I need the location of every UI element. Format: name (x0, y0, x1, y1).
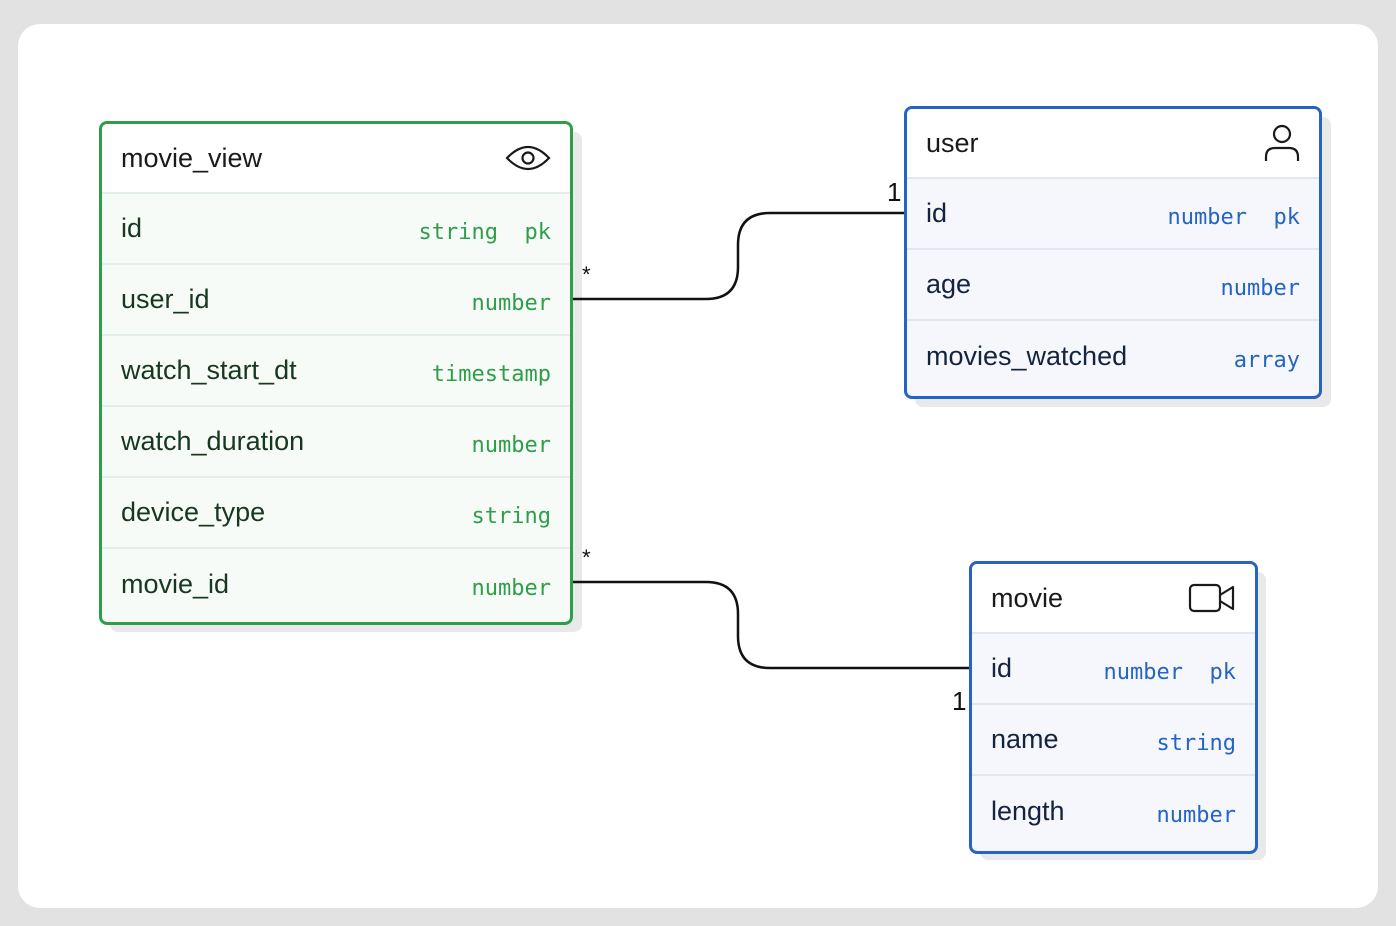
cardinality-one-label: 1 (952, 686, 967, 716)
field-type: string (471, 504, 551, 529)
table-movie_view[interactable]: movie_view id string pk user_id number w… (99, 121, 573, 625)
field-name: length (991, 796, 1065, 826)
field-type: number pk (1167, 205, 1300, 230)
table-row[interactable]: age number (907, 250, 1319, 321)
table-title: movie (991, 582, 1064, 613)
field-name: device_type (121, 497, 266, 527)
field-type: number (471, 291, 551, 316)
field-name: id (991, 653, 1013, 683)
table-row[interactable]: user_id number (102, 265, 570, 336)
table-title: movie_view (121, 142, 263, 173)
field-name: id (121, 213, 143, 243)
table-row[interactable]: length number (972, 776, 1255, 847)
table-header[interactable]: movie (972, 564, 1255, 634)
field-name: watch_duration (121, 426, 305, 456)
table-row[interactable]: watch_start_dt timestamp (102, 336, 570, 407)
field-name: name (991, 724, 1059, 754)
field-type: number (1220, 276, 1300, 301)
table-user[interactable]: user id number pk age number movies_watc… (904, 106, 1322, 399)
table-row[interactable]: movies_watched array (907, 321, 1319, 392)
user-icon (1264, 123, 1300, 163)
cardinality-many-label: * (582, 262, 591, 287)
field-type: timestamp (431, 362, 551, 387)
table-row[interactable]: movie_id number (102, 549, 570, 620)
field-name: movie_id (121, 569, 230, 599)
table-row[interactable]: watch_duration number (102, 407, 570, 478)
field-type: string pk (418, 220, 551, 245)
field-name: id (926, 198, 948, 228)
eye-icon (505, 141, 551, 175)
field-type: number (471, 433, 551, 458)
table-header[interactable]: user (907, 109, 1319, 179)
field-type: array (1233, 348, 1300, 373)
table-row[interactable]: id number pk (972, 634, 1255, 705)
cardinality-many-label: * (582, 545, 591, 570)
field-type: number (471, 576, 551, 601)
table-title: user (926, 127, 979, 158)
field-name: watch_start_dt (121, 355, 297, 385)
field-name: user_id (121, 284, 210, 314)
field-name: movies_watched (926, 341, 1128, 371)
video-camera-icon (1188, 582, 1236, 614)
field-name: age (926, 269, 972, 299)
table-header[interactable]: movie_view (102, 124, 570, 194)
table-row[interactable]: device_type string (102, 478, 570, 549)
field-type: string (1156, 731, 1236, 756)
table-row[interactable]: id string pk (102, 194, 570, 265)
field-type: number (1156, 803, 1236, 828)
field-type: number pk (1103, 660, 1236, 685)
table-row[interactable]: name string (972, 705, 1255, 776)
table-row[interactable]: id number pk (907, 179, 1319, 250)
table-movie[interactable]: movie id number pk name string length nu… (969, 561, 1258, 854)
cardinality-one-label: 1 (887, 177, 902, 207)
